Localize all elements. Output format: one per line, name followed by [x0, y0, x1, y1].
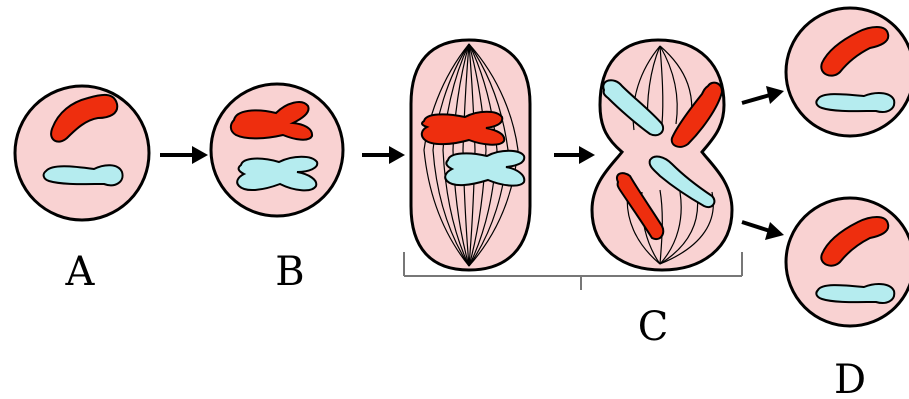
daughter-top-membrane	[786, 8, 909, 136]
chromosome-cyan	[44, 165, 123, 185]
arrow-b-to-c	[362, 146, 405, 164]
arrow-to-daughter-bottom	[742, 222, 784, 240]
chromosome-cyan-duplicated	[237, 157, 317, 191]
arrow-metaphase-to-anaphase	[554, 146, 595, 164]
label-d: D	[834, 357, 866, 399]
stage-d-daughter-top	[786, 8, 909, 136]
arrow-to-daughter-top	[742, 86, 784, 104]
chromosome-cyan	[816, 93, 894, 112]
stage-c-dividing-cell	[592, 40, 732, 270]
stage-d-daughter-bottom	[786, 198, 909, 326]
label-c: C	[638, 304, 669, 350]
label-b: B	[275, 249, 304, 295]
daughter-bottom-membrane	[786, 198, 909, 326]
stage-c-metaphase-cell	[411, 40, 530, 270]
label-a: A	[65, 249, 96, 295]
arrow-a-to-b	[160, 146, 208, 164]
chromosome-cyan	[816, 284, 894, 303]
chromosome-cyan-aligned	[445, 151, 524, 186]
cell-b-membrane	[211, 84, 343, 216]
stage-b-cell	[211, 84, 343, 216]
stage-a-cell	[15, 86, 149, 220]
